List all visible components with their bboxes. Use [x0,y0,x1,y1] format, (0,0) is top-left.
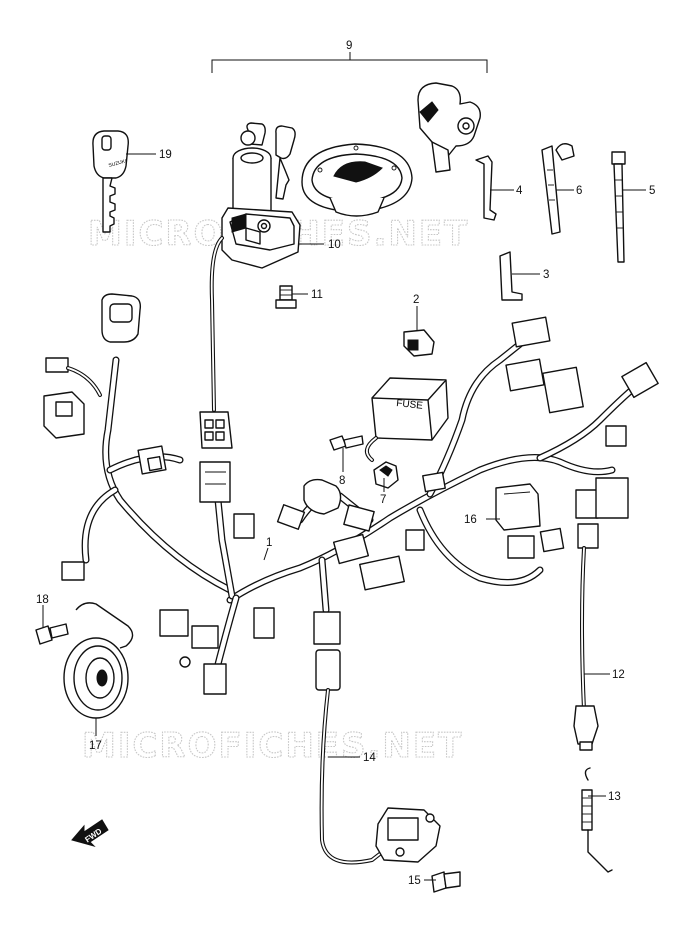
part-9-seat-lock [417,82,481,173]
part-18-bolt [35,623,69,645]
part-19-key: SUZUKI [92,130,129,233]
part-5-cable-tie [611,151,626,263]
callout-7: 7 [380,494,386,506]
part-2-fuse [403,329,435,357]
forward-direction-arrow: FWD [71,819,109,847]
watermark-bottom: MICROFICHES.NET [82,726,463,766]
part-17-horn [63,602,134,719]
fuse-box: FUSE [364,377,449,462]
part-6-band-clamp [541,143,575,235]
callout-8: 8 [339,475,345,487]
callout-2: 2 [413,294,419,306]
callout-4: 4 [516,185,523,197]
part-13-sensor-pin [581,767,613,873]
callout-19: 19 [159,149,172,161]
part-14-sensor-harness [313,611,441,865]
callout-14: 14 [363,752,376,764]
part-12-sensor-lead [573,546,599,751]
part-15-bolt [431,871,461,893]
part-7-clamp [373,461,399,489]
callout-leaders [42,153,646,881]
callout-labels: 1 2 3 4 5 6 7 8 9 10 11 12 13 14 15 16 1… [36,40,655,887]
callout-18: 18 [36,594,49,606]
group-bracket-9 [211,52,488,73]
callout-12: 12 [612,669,625,681]
fuse-box-label: FUSE [396,398,424,412]
callout-13: 13 [608,791,621,803]
harness-connectors [43,293,659,695]
callout-6: 6 [576,185,582,197]
callout-11: 11 [311,289,323,301]
callout-3: 3 [543,269,549,281]
callout-17: 17 [89,740,102,752]
callout-15: 15 [408,875,421,887]
callout-5: 5 [649,185,655,197]
callout-16: 16 [464,514,477,526]
callout-10: 10 [328,239,341,251]
key-brand-text: SUZUKI [108,158,127,169]
callout-9: 9 [346,40,352,52]
part-3-bracket [499,251,523,301]
callout-1: 1 [266,537,272,549]
part-9-fuel-cap [301,143,413,217]
part-10-ignition-switch [199,122,301,449]
part-4-clamp [475,155,497,221]
part-11-bolt [275,285,297,309]
part-8-bolt [329,435,364,451]
